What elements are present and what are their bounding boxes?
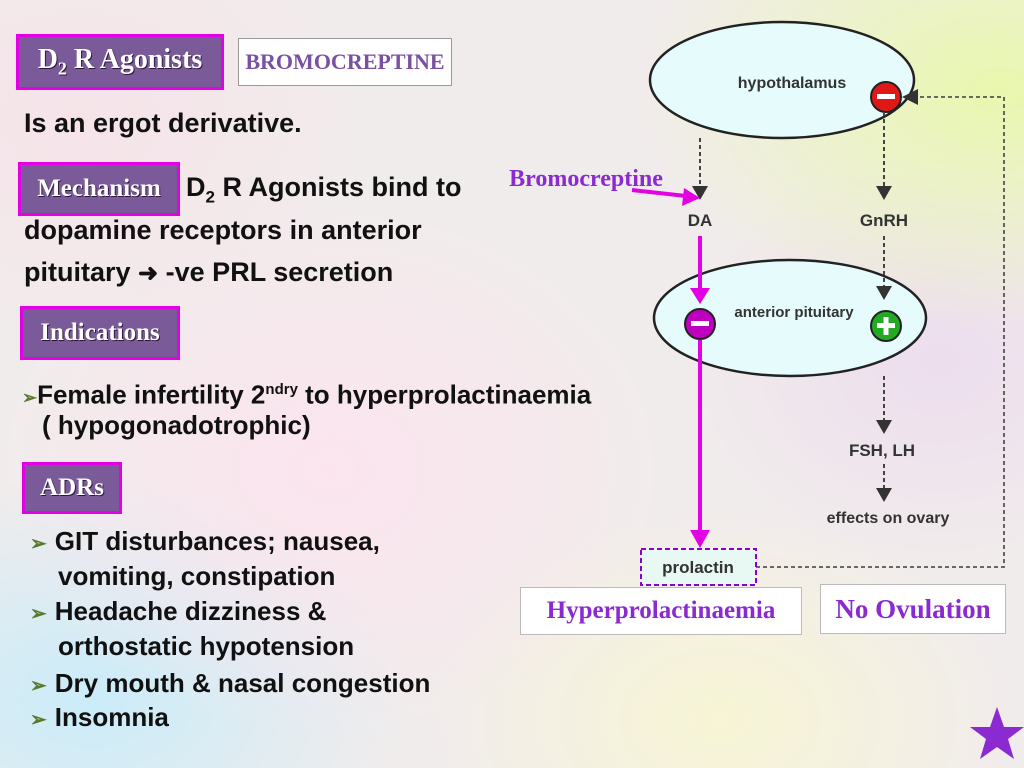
feedback-arrow-icon bbox=[902, 89, 918, 105]
no-ovulation-box: No Ovulation bbox=[820, 584, 1006, 634]
adr-item-3: ➢Dry mouth & nasal congestion bbox=[30, 668, 431, 698]
anterior-pituitary-label: anterior pituitary bbox=[734, 304, 854, 321]
drug-name-box: BROMOCREPTINE bbox=[238, 38, 452, 86]
adr-item-2: ➢Headache dizziness & bbox=[30, 596, 327, 626]
adrs-label: ADRs bbox=[40, 474, 104, 501]
minus-bar bbox=[691, 321, 709, 326]
mechanism-line1: D2 R Agonists bind to bbox=[186, 172, 462, 207]
gnrh-label: GnRH bbox=[860, 211, 908, 230]
bullet-arrow-icon: ➢ bbox=[30, 675, 47, 697]
indications-tag: Indications bbox=[20, 306, 180, 360]
adr-item-1: ➢GIT disturbances; nausea, bbox=[30, 526, 380, 556]
down-arrow-icon bbox=[876, 286, 892, 300]
bullet-arrow-icon: ➢ bbox=[22, 387, 38, 408]
plus-bar-v bbox=[883, 317, 889, 335]
title-tag: D2 R Agonists bbox=[16, 34, 224, 90]
indication-item-line2: ( hypogonadotrophic) bbox=[42, 410, 311, 440]
mechanism-line2: dopamine receptors in anterior bbox=[24, 215, 422, 245]
da-label: DA bbox=[688, 211, 713, 230]
down-arrow-icon bbox=[692, 186, 708, 200]
hyperprolactinaemia-box: Hyperprolactinaemia bbox=[520, 587, 802, 635]
down-arrow-icon bbox=[876, 420, 892, 434]
minus-bar bbox=[877, 94, 895, 99]
right-arrow-icon: ➜ bbox=[138, 260, 159, 287]
title-text: D2 R Agonists bbox=[37, 44, 203, 79]
intro-text: Is an ergot derivative. bbox=[24, 108, 302, 138]
down-arrow-icon bbox=[876, 488, 892, 502]
drug-name: BROMOCREPTINE bbox=[245, 49, 445, 74]
bullet-arrow-icon: ➢ bbox=[30, 709, 47, 731]
star-icon bbox=[970, 707, 1024, 759]
down-arrow-icon bbox=[690, 288, 710, 304]
indication-item: ➢Female infertility 2ndry to hyperprolac… bbox=[22, 379, 592, 410]
down-arrow-icon bbox=[876, 186, 892, 200]
anterior-pituitary-ellipse bbox=[652, 258, 928, 378]
down-arrow-icon bbox=[690, 530, 710, 548]
bromocreptine-label: Bromocreptine bbox=[509, 166, 663, 192]
adr-item-2-line2: orthostatic hypotension bbox=[58, 631, 355, 661]
adrs-tag: ADRs bbox=[22, 462, 122, 514]
indications-label: Indications bbox=[40, 319, 160, 346]
bullet-arrow-icon: ➢ bbox=[30, 603, 47, 625]
adr-item-4: ➢Insomnia bbox=[30, 702, 169, 732]
effects-on-ovary-label: effects on ovary bbox=[827, 510, 950, 527]
bullet-arrow-icon: ➢ bbox=[30, 533, 47, 555]
prolactin-label: prolactin bbox=[662, 558, 734, 577]
hypothalamus-ellipse bbox=[648, 20, 916, 140]
mechanism-label: Mechanism bbox=[37, 175, 161, 202]
fsh-lh-label: FSH, LH bbox=[849, 441, 915, 460]
prolactin-box bbox=[640, 548, 757, 586]
adr-item-1-line2: vomiting, constipation bbox=[58, 561, 336, 591]
mechanism-tag: Mechanism bbox=[18, 162, 180, 216]
hypothalamus-label: hypothalamus bbox=[738, 75, 847, 92]
hyperprolactinaemia-label: Hyperprolactinaemia bbox=[546, 597, 776, 624]
mechanism-line3: pituitary ➜ -ve PRL secretion bbox=[24, 257, 394, 287]
feedback-loop bbox=[756, 96, 1005, 568]
arrow-right-icon bbox=[682, 188, 700, 206]
no-ovulation-label: No Ovulation bbox=[835, 593, 991, 624]
